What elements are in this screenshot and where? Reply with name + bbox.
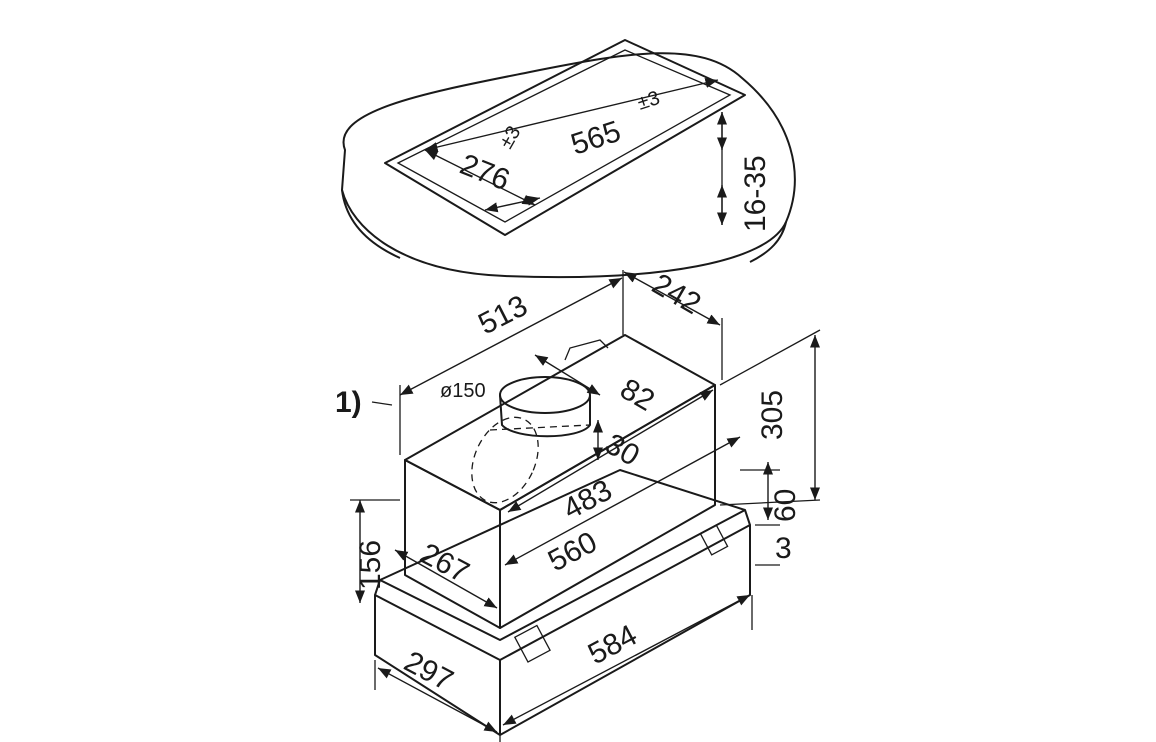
footnote-marker: 1) — [335, 386, 362, 419]
frame-depth-label: 297 — [399, 645, 459, 698]
frame-width-label: 584 — [583, 619, 643, 672]
frame-lip-label: 3 — [775, 532, 792, 565]
side-height-label: 156 — [354, 540, 387, 590]
body-width-label: 513 — [473, 289, 533, 341]
inner-depth-label: 267 — [415, 537, 475, 590]
countertop — [341, 39, 796, 279]
frame-height-label: 60 — [769, 489, 802, 522]
width-560-label: 560 — [543, 526, 603, 579]
duct-connector — [499, 376, 591, 414]
cutout-length-tolerance: ±3 — [635, 87, 663, 115]
inner-width-label: 483 — [558, 474, 618, 527]
duct-diameter-label: ø150 — [440, 380, 486, 402]
hood-dimension-lines — [350, 270, 821, 742]
duct-offset-label: 82 — [615, 372, 660, 417]
cutout-opening — [384, 39, 746, 236]
countertop-thickness-label: 16-35 — [739, 155, 772, 232]
total-height-label: 305 — [756, 390, 789, 440]
cutout-length-label: 565 — [567, 115, 625, 162]
